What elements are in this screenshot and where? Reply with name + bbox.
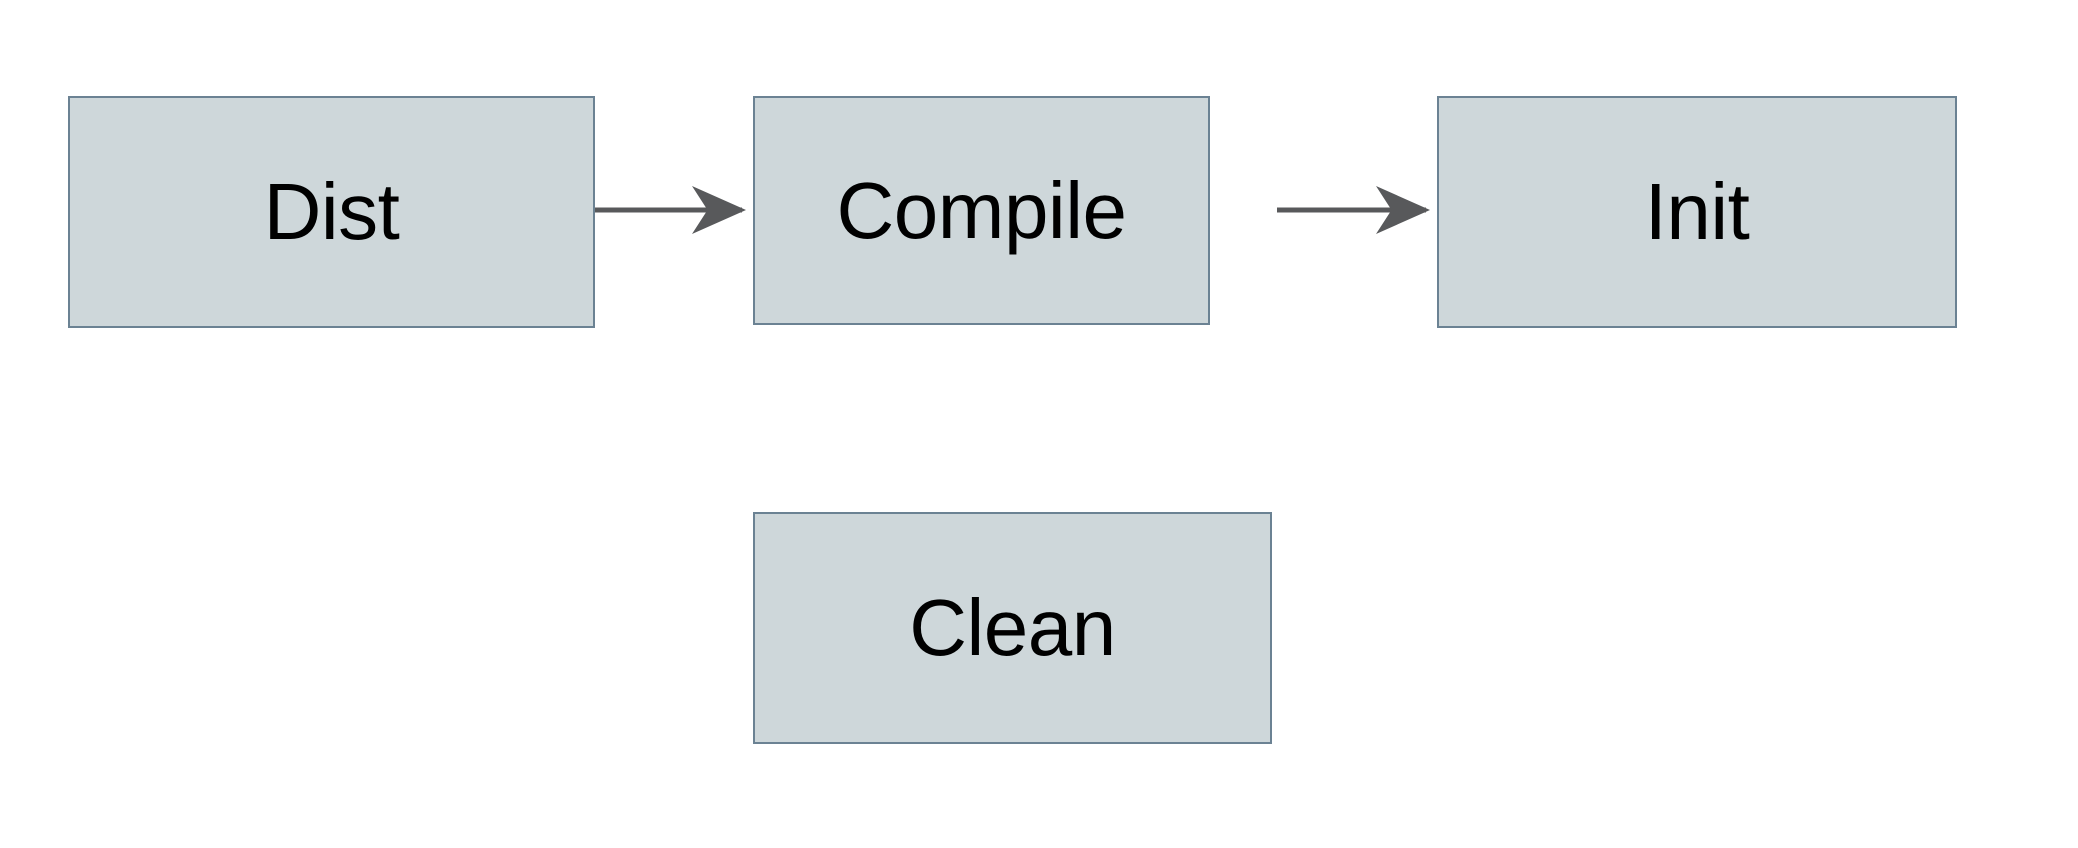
node-dist-label: Dist xyxy=(263,167,400,256)
node-init-label: Init xyxy=(1644,167,1750,256)
node-clean-label: Clean xyxy=(909,583,1116,672)
node-compile-label: Compile xyxy=(836,165,1127,255)
node-clean[interactable]: Clean xyxy=(753,512,1272,744)
node-init[interactable]: Init xyxy=(1437,96,1957,328)
node-compile[interactable]: Compile xyxy=(753,96,1210,325)
node-dist[interactable]: Dist xyxy=(68,96,595,328)
